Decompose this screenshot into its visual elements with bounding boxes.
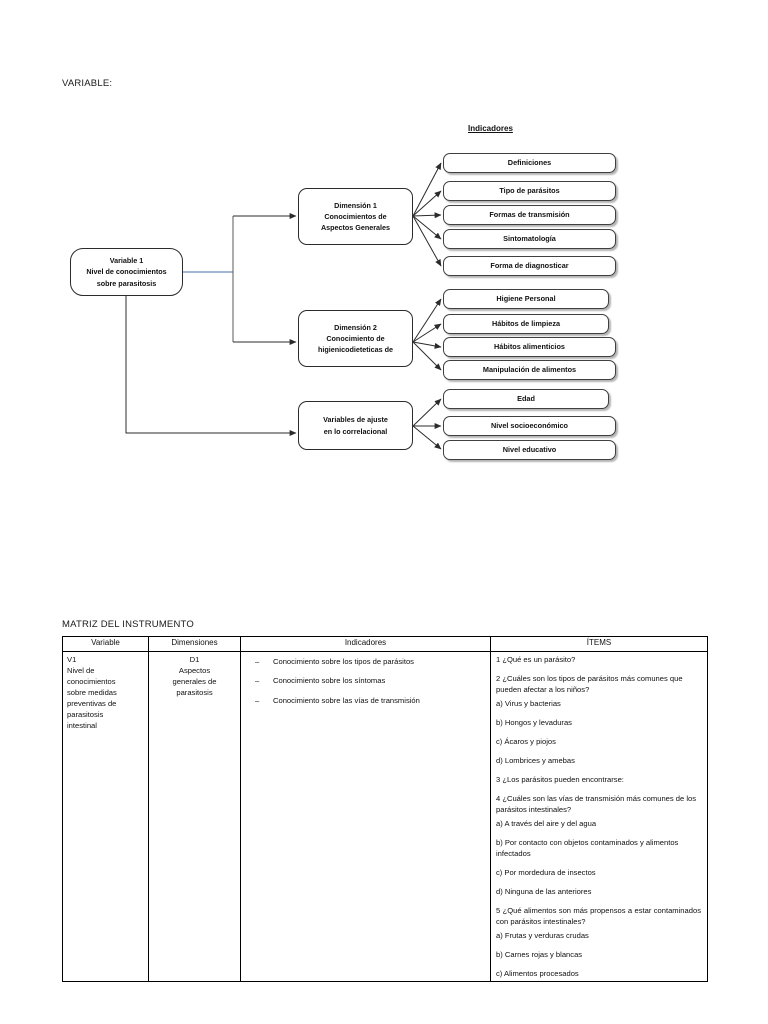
item-option-2a: a) Virus y bacterias	[496, 699, 561, 708]
cell-items: 1 ¿Qué es un parásito? 2 ¿Cuáles son los…	[490, 651, 708, 982]
item-option-4b: b) Por contacto con objetos contaminados…	[496, 838, 679, 858]
indicator-list: – Conocimiento sobre los tipos de parási…	[245, 657, 486, 706]
item-question-1: 1 ¿Qué es un parásito?	[496, 655, 576, 664]
column-header-dimensiones: Dimensiones	[148, 636, 241, 652]
variable-line: preventivas de	[67, 699, 117, 708]
indicator-nivel-socioeconomico[interactable]: Nivel socioeconómico	[443, 416, 616, 436]
dimension-line: parasitosis	[176, 688, 213, 697]
indicadores-heading: Indicadores	[468, 124, 513, 133]
connector-group-dimension-2	[412, 298, 442, 371]
variable-text: V1 Nivel de conocimientos sobre medidas …	[67, 654, 145, 731]
indicator-higiene-personal[interactable]: Higiene Personal	[443, 289, 609, 309]
node-variables-ajuste[interactable]: Variables de ajuste en lo correlacional	[298, 401, 413, 450]
page-title-variable: VARIABLE:	[62, 78, 113, 89]
item-option-4a: a) A través del aire y del agua	[496, 819, 597, 828]
dimension-line: generales de	[172, 677, 217, 686]
item-option-2d: d) Lombrices y amebas	[496, 756, 575, 765]
indicator-label: Higiene Personal	[496, 294, 556, 304]
node-dimension-1-line-1: Dimensión 1	[334, 200, 377, 210]
indicator-label: Forma de diagnosticar	[490, 261, 569, 271]
indicator-label: Edad	[517, 394, 535, 404]
connector-group-dimension-1	[412, 162, 442, 267]
indicator-sintomatologia[interactable]: Sintomatología	[443, 229, 616, 249]
item-option-4c: c) Por mordedura de insectos	[496, 868, 596, 877]
node-dimension-2[interactable]: Dimensión 2 Conocimiento de higienicodie…	[298, 310, 413, 367]
column-header-indicadores: Indicadores	[240, 636, 491, 652]
item-question-3: 3 ¿Los parásitos pueden encontrarse:	[496, 775, 624, 784]
item-option-5b: b) Carnes rojas y blancas	[496, 950, 583, 959]
item-option-4d: d) Ninguna de las anteriores	[496, 887, 592, 896]
indicator-label: Hábitos alimenticios	[494, 342, 565, 352]
item-option-5c: c) Alimentos procesados	[496, 969, 579, 978]
variable-line: intestinal	[67, 721, 97, 730]
list-item-label: Conocimiento sobre las vías de transmisi…	[273, 695, 420, 705]
column-header-items: ÍTEMS	[490, 636, 708, 652]
list-item: – Conocimiento sobre las vías de transmi…	[245, 696, 486, 706]
node-dimension-2-line-3: higienicodieteticas de	[317, 345, 394, 355]
indicator-label: Tipo de parásitos	[499, 186, 560, 196]
list-item: – Conocimiento sobre los tipos de parási…	[245, 657, 486, 667]
indicator-label: Nivel educativo	[502, 445, 557, 455]
dimension-text: D1 Aspectos generales de parasitosis	[152, 654, 237, 698]
indicator-habitos-alimenticios[interactable]: Hábitos alimenticios	[443, 337, 616, 357]
cell-variable: V1 Nivel de conocimientos sobre medidas …	[62, 651, 149, 982]
bullet-dash: –	[255, 695, 260, 705]
indicator-formas-de-transmision[interactable]: Formas de transmisión	[443, 205, 616, 225]
cell-indicadores: – Conocimiento sobre los tipos de parási…	[240, 651, 491, 982]
bullet-dash: –	[255, 676, 260, 686]
variable-line: conocimientos	[67, 677, 116, 686]
node-dimension-2-line-1: Dimensión 2	[334, 322, 377, 332]
diagram-connectors	[125, 162, 442, 450]
connector-root-variables-ajuste	[125, 296, 297, 436]
indicator-label: Formas de transmisión	[489, 210, 570, 220]
list-item: – Conocimiento sobre los síntomas	[245, 676, 486, 686]
variable-line: Nivel de	[67, 666, 95, 675]
item-question-5: 5 ¿Qué alimentos son más propensos a est…	[496, 906, 701, 926]
indicator-label: Manipulación de alimentos	[482, 365, 577, 375]
item-question-4: 4 ¿Cuáles son las vías de transmisión má…	[496, 794, 697, 814]
node-variables-ajuste-line-1: Variables de ajuste	[323, 415, 388, 425]
node-variable-1-line-1: Variable 1	[109, 256, 144, 266]
variable-hierarchy-diagram: Variable 1 Nivel de conocimientos sobre …	[70, 153, 616, 460]
indicator-label: Definiciones	[507, 158, 552, 168]
dimension-line: Aspectos	[178, 666, 211, 675]
bullet-dash: –	[255, 657, 260, 666]
item-option-2b: b) Hongos y levaduras	[496, 718, 572, 727]
variable-line: sobre medidas	[67, 688, 117, 697]
list-item-label: Conocimiento sobre los síntomas	[273, 676, 386, 686]
indicator-forma-de-diagnosticar[interactable]: Forma de diagnosticar	[443, 256, 616, 276]
variable-line: parasitosis	[67, 710, 104, 719]
item-option-5a: a) Frutas y verduras crudas	[496, 931, 589, 940]
column-header-variable: Variable	[62, 636, 149, 652]
matriz-instrumento-table: Variable Dimensiones Indicadores ÍTEMS V…	[62, 636, 708, 982]
indicator-label: Hábitos de limpieza	[491, 319, 561, 329]
indicator-edad[interactable]: Edad	[443, 389, 609, 409]
node-variable-1[interactable]: Variable 1 Nivel de conocimientos sobre …	[70, 248, 183, 296]
node-dimension-1-line-2: Conocimientos de	[324, 211, 387, 221]
indicator-tipo-de-parasitos[interactable]: Tipo de parásitos	[443, 181, 616, 201]
connector-group-variables-ajuste	[412, 398, 442, 450]
node-dimension-1[interactable]: Dimensión 1 Conocimientos de Aspectos Ge…	[298, 188, 413, 245]
variable-line: V1	[67, 655, 77, 664]
table-row: V1 Nivel de conocimientos sobre medidas …	[62, 651, 708, 982]
table-header-row: Variable Dimensiones Indicadores ÍTEMS	[62, 636, 708, 652]
cell-dimensiones: D1 Aspectos generales de parasitosis	[148, 651, 241, 982]
item-option-2c: c) Ácaros y piojos	[496, 737, 556, 746]
node-variable-1-line-2: Nivel de conocimientos	[86, 267, 167, 277]
list-item-label: Conocimiento sobre los tipos de parásito…	[273, 657, 414, 666]
indicator-habitos-de-limpieza[interactable]: Hábitos de limpieza	[443, 314, 609, 334]
node-dimension-1-line-3: Aspectos Generales	[320, 223, 391, 233]
indicator-definiciones[interactable]: Definiciones	[443, 153, 616, 173]
node-variables-ajuste-line-2: en lo correlacional	[323, 426, 388, 436]
indicator-label: Sintomatología	[503, 234, 556, 244]
node-variable-1-line-3: sobre parasitosis	[96, 278, 157, 288]
item-question-2: 2 ¿Cuáles son los tipos de parásitos más…	[496, 674, 683, 694]
dimension-line: D1	[189, 655, 200, 664]
matriz-instrumento-heading: MATRIZ DEL INSTRUMENTO	[62, 619, 194, 630]
node-dimension-2-line-2: Conocimiento de	[326, 333, 385, 343]
indicator-label: Nivel socioeconómico	[490, 421, 569, 431]
indicator-nivel-educativo[interactable]: Nivel educativo	[443, 440, 616, 460]
indicator-manipulacion-de-alimentos[interactable]: Manipulación de alimentos	[443, 360, 616, 380]
